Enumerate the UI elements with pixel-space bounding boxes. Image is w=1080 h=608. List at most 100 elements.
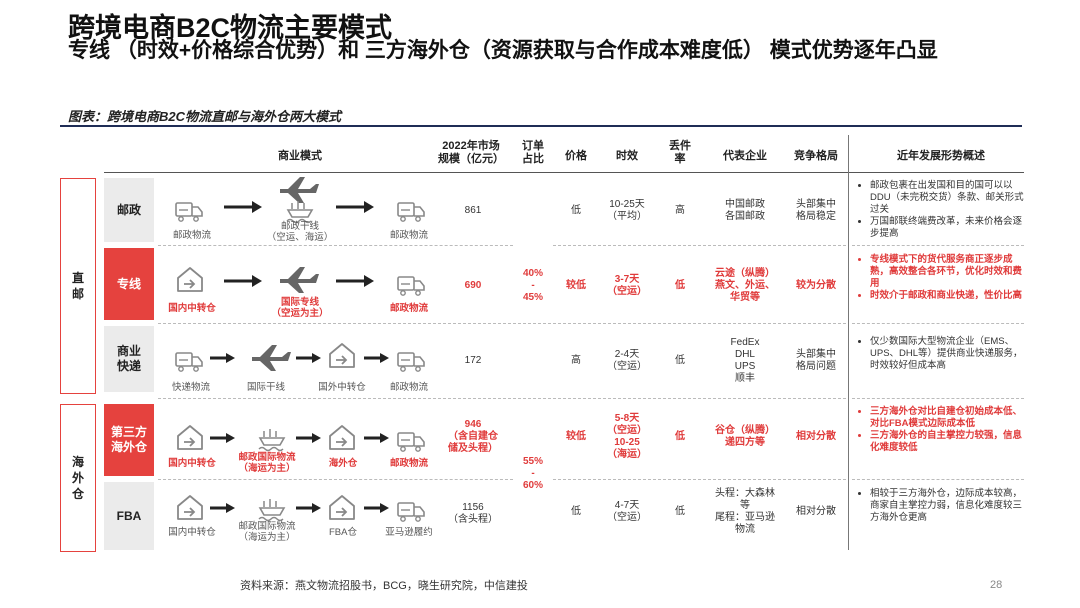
row-divider [158,398,846,399]
row-divider [553,479,846,480]
flow-label: 邮政国际物流 （海运为主） [238,452,296,474]
warehouse-icon [329,495,355,520]
arrow-right-icon [208,501,237,515]
market-size: 861 [464,205,482,216]
header-competition: 竞争格局 [794,150,838,162]
trend-bullet: 仅少数国际大型物流企业（EMS、UPS、DHL等）提供商业快递服务，时效较好但成… [870,336,1024,372]
header-loss: 丢件 率 [669,140,691,165]
plane-icon [280,177,319,203]
flow-label: 国际专线 （空运为主） [271,297,329,319]
row-name-fba: FBA [104,482,154,550]
row-divider [553,245,846,246]
flow-label: 亚马逊履约 [385,527,433,538]
trend-express: 仅少数国际大型物流企业（EMS、UPS、DHL等）提供商业快递服务，时效较好但成… [856,336,1024,372]
warehouse-icon [177,495,203,520]
trend-bullet: 三方海外仓的自主掌控力较强，信息化难度较低 [870,430,1024,454]
order-share-direct: 40% - 45% [522,268,543,303]
market-size: 172 [464,355,482,366]
warehouse-icon [329,343,355,368]
arrow-right-icon [222,273,264,289]
trend-bullet: 时效介于邮政和商业快递，性价比高 [870,290,1024,302]
loss-rate: 低 [675,431,685,442]
competition: 较为分散 [796,280,836,291]
ship-icon [258,498,285,522]
header-companies: 代表企业 [723,150,767,162]
header-share: 订单 占比 [522,140,544,165]
representative-companies: 谷仓（纵腾） 递四方等 [715,425,775,448]
ship-icon [258,428,285,452]
trend-post: 邮政包裹在出发国和目的国可以以DDU（未完税交货）条款、邮关形式过关 万国邮联终… [856,180,1024,240]
caption-divider [60,125,1022,127]
header-model: 商业模式 [278,150,322,162]
row-divider [158,479,513,480]
competition: 相对分散 [796,431,836,442]
flow-label: 邮政物流 [172,230,211,241]
flow-label: 国外中转仓 [318,382,366,393]
loss-rate: 低 [675,355,685,366]
truck-icon [397,352,425,373]
flow-label: FBA仓 [329,527,357,538]
representative-companies: FedEx DHL UPS 顺丰 [730,337,760,384]
trend-bullet: 邮政包裹在出发国和目的国可以以DDU（未完税交货）条款、邮关形式过关 [870,180,1024,216]
trend-bullet: 万国邮联终端费改革，未来价格会逐步提高 [870,216,1024,240]
truck-icon [175,202,203,222]
row-divider [852,245,1024,246]
truck-icon [397,202,425,222]
truck-icon [397,432,425,453]
header-price: 价格 [565,150,587,162]
row-name-third-party-warehouse: 第三方 海外仓 [104,404,154,476]
arrow-right-icon [294,431,323,445]
row-divider [852,398,1024,399]
delivery-time: 3-7天 （空运） [607,274,647,297]
warehouse-icon [177,425,203,450]
loss-rate: 低 [675,280,685,291]
flow-label: 邮政物流 [389,230,428,241]
arrow-right-icon [208,351,237,365]
representative-companies: 云途（纵腾） 燕文、外运、 华贸等 [715,268,775,303]
representative-companies: 中国邮政 各国邮政 [725,199,765,222]
warehouse-icon [177,267,203,292]
source-note: 资料来源：燕文物流招股书，BCG，晓生研究院，中信建投 [240,580,528,592]
market-size: 690 [464,280,482,291]
arrow-right-icon [334,199,376,215]
price: 较低 [566,280,586,291]
trend-bullet: 相较于三方海外仓，边际成本较高，商家自主掌控力弱，信息化难度较三方海外仓更高 [870,488,1024,524]
flow-label: 邮政干线 （空运、海运） [266,221,334,243]
flow-label: 邮政物流 [389,458,428,469]
trend-bullet: 专线模式下的货代服务商正逐步成熟，高效整合各环节，优化时效和费用 [870,254,1024,290]
trend-fba: 相较于三方海外仓，边际成本较高，商家自主掌控力弱，信息化难度较三方海外仓更高 [856,488,1024,524]
trend-bullet: 三方海外仓对比自建仓初始成本低、对比FBA模式边际成本低 [870,406,1024,430]
arrow-right-icon [208,431,237,445]
arrow-right-icon [222,199,264,215]
delivery-time: 2-4天 （空运） [607,349,647,372]
price: 低 [571,205,581,216]
ship-icon [286,200,313,224]
market-size: 946 （含自建仓 储及头程） [448,419,498,454]
flow-label: 国际干线 [246,382,285,393]
price: 低 [571,506,581,517]
flow-label: 邮政国际物流 （海运为主） [238,521,296,543]
trend-column-rule [848,135,849,550]
truck-icon [397,502,425,523]
trend-third-party-warehouse: 三方海外仓对比自建仓初始成本低、对比FBA模式边际成本低 三方海外仓的自主掌控力… [856,406,1024,454]
arrow-right-icon [362,431,391,445]
order-share-overseas: 55% - 60% [522,456,543,491]
market-size: 1156 （含头程） [448,502,498,525]
flow-label: 国内中转仓 [168,303,216,314]
header-rule [104,172,1024,173]
truck-icon [175,352,203,373]
page-title: 跨境电商B2C物流主要模式 [68,13,393,43]
page-number: 28 [990,579,1003,591]
flow-label: 海外仓 [328,458,358,469]
arrow-right-icon [362,351,391,365]
flow-label: 邮政物流 [389,382,428,393]
price: 高 [571,355,581,366]
plane-icon [252,345,291,371]
flow-label: 邮政物流 [389,303,428,314]
delivery-time: 5-8天 （空运） 10-25 （海运） [607,413,647,460]
representative-companies: 头程：大森林 等 尾程：亚马逊 物流 [715,488,775,535]
delivery-time: 10-25天 （平均） [607,199,647,222]
flow-label: 快递物流 [171,382,210,393]
figure-caption: 图表：跨境电商B2C物流直邮与海外仓两大模式 [68,109,342,124]
plane-icon [280,267,319,293]
